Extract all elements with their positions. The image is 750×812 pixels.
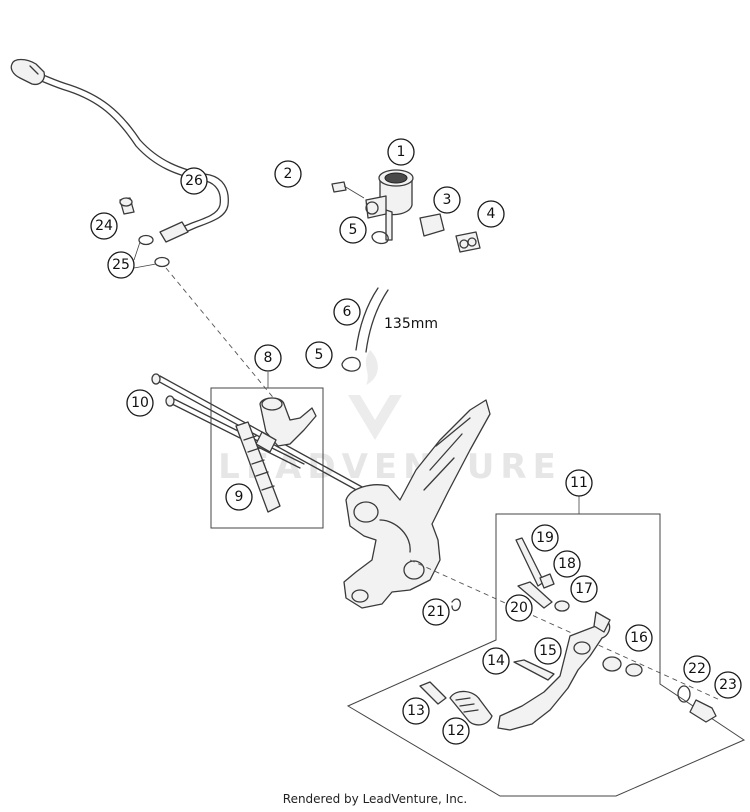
svg-text:24: 24 xyxy=(95,218,113,234)
svg-text:1: 1 xyxy=(397,144,406,160)
callout-26: 26 xyxy=(180,167,208,195)
svg-text:16: 16 xyxy=(630,630,648,646)
callout-1: 1 xyxy=(387,138,415,166)
pivot-bolt xyxy=(689,699,717,723)
callout-21: 21 xyxy=(422,598,450,626)
svg-text:19: 19 xyxy=(536,530,554,546)
callout-11: 11 xyxy=(565,469,593,497)
callout-12: 12 xyxy=(442,717,470,745)
svg-text:17: 17 xyxy=(575,581,593,597)
pedal-tread xyxy=(449,690,493,726)
callout-5-upper: 5 xyxy=(339,216,367,244)
bushing-right xyxy=(625,663,643,677)
hose-clamp-lower xyxy=(341,356,361,372)
reservoir-clip xyxy=(455,231,481,253)
master-cylinder xyxy=(255,397,317,453)
svg-text:25: 25 xyxy=(112,257,130,273)
svg-text:23: 23 xyxy=(719,677,737,693)
brake-fluid-reservoir xyxy=(365,169,414,241)
hose-clamp-upper xyxy=(371,230,389,245)
callout-17: 17 xyxy=(570,575,598,603)
nut xyxy=(539,573,555,589)
bushing-left xyxy=(602,656,622,672)
callout-6: 6 xyxy=(333,298,361,326)
callout-25: 25 xyxy=(107,251,135,279)
svg-text:14: 14 xyxy=(487,653,505,669)
banjo-bolt-and-washers xyxy=(119,197,170,268)
callout-14: 14 xyxy=(482,647,510,675)
callout-18: 18 xyxy=(553,550,581,578)
callout-24: 24 xyxy=(90,212,118,240)
svg-text:2: 2 xyxy=(284,166,293,182)
brake-pedal-group-frame xyxy=(346,513,746,797)
washer-17 xyxy=(554,600,570,612)
watermark-logo: LEADVENTURE xyxy=(218,350,562,487)
svg-text:21: 21 xyxy=(427,604,445,620)
brake-hose xyxy=(355,287,379,351)
svg-text:13: 13 xyxy=(407,703,425,719)
callout-23: 23 xyxy=(714,671,742,699)
svg-text:15: 15 xyxy=(539,643,557,659)
pedal-bolt xyxy=(513,659,555,681)
hose-length-label: 135mm xyxy=(384,316,438,332)
assembly-line-pedal xyxy=(409,559,721,701)
brake-pedal xyxy=(497,611,611,731)
svg-text:20: 20 xyxy=(510,600,528,616)
footer-credit: Rendered by LeadVenture, Inc. xyxy=(282,792,468,806)
adjuster-screw xyxy=(517,581,553,609)
master-cylinder-piston xyxy=(235,421,281,513)
svg-text:26: 26 xyxy=(185,173,203,189)
svg-text:10: 10 xyxy=(131,395,149,411)
svg-text:6: 6 xyxy=(343,304,352,320)
callout-2: 2 xyxy=(274,160,302,188)
svg-text:5: 5 xyxy=(349,222,358,238)
svg-text:8: 8 xyxy=(264,350,273,366)
callout-16: 16 xyxy=(625,624,653,652)
svg-text:9: 9 xyxy=(235,489,244,505)
callout-22: 22 xyxy=(683,655,711,683)
brake-line xyxy=(10,58,229,243)
reservoir-screw xyxy=(331,181,347,193)
tread-bolt xyxy=(419,681,447,705)
watermark-text: LEADVENTURE xyxy=(218,447,562,487)
callout-13: 13 xyxy=(402,697,430,725)
svg-text:5: 5 xyxy=(315,347,324,363)
callout-20: 20 xyxy=(505,594,533,622)
washer-22 xyxy=(677,685,691,703)
callout-4: 4 xyxy=(477,200,505,228)
return-spring xyxy=(451,598,462,612)
svg-text:11: 11 xyxy=(570,475,588,491)
master-cylinder-group-frame xyxy=(210,387,324,529)
callout-5-lower: 5 xyxy=(305,341,333,369)
callout-19: 19 xyxy=(531,524,559,552)
footrest-bracket xyxy=(343,399,491,609)
callout-15: 15 xyxy=(534,637,562,665)
svg-text:12: 12 xyxy=(447,723,465,739)
callout-8: 8 xyxy=(254,344,282,372)
svg-text:4: 4 xyxy=(487,206,496,222)
svg-text:18: 18 xyxy=(558,556,576,572)
callout-3: 3 xyxy=(433,186,461,214)
svg-text:22: 22 xyxy=(688,661,706,677)
svg-text:3: 3 xyxy=(443,192,452,208)
callout-9: 9 xyxy=(225,483,253,511)
callout-10: 10 xyxy=(126,389,154,417)
reservoir-bracket xyxy=(419,213,445,237)
